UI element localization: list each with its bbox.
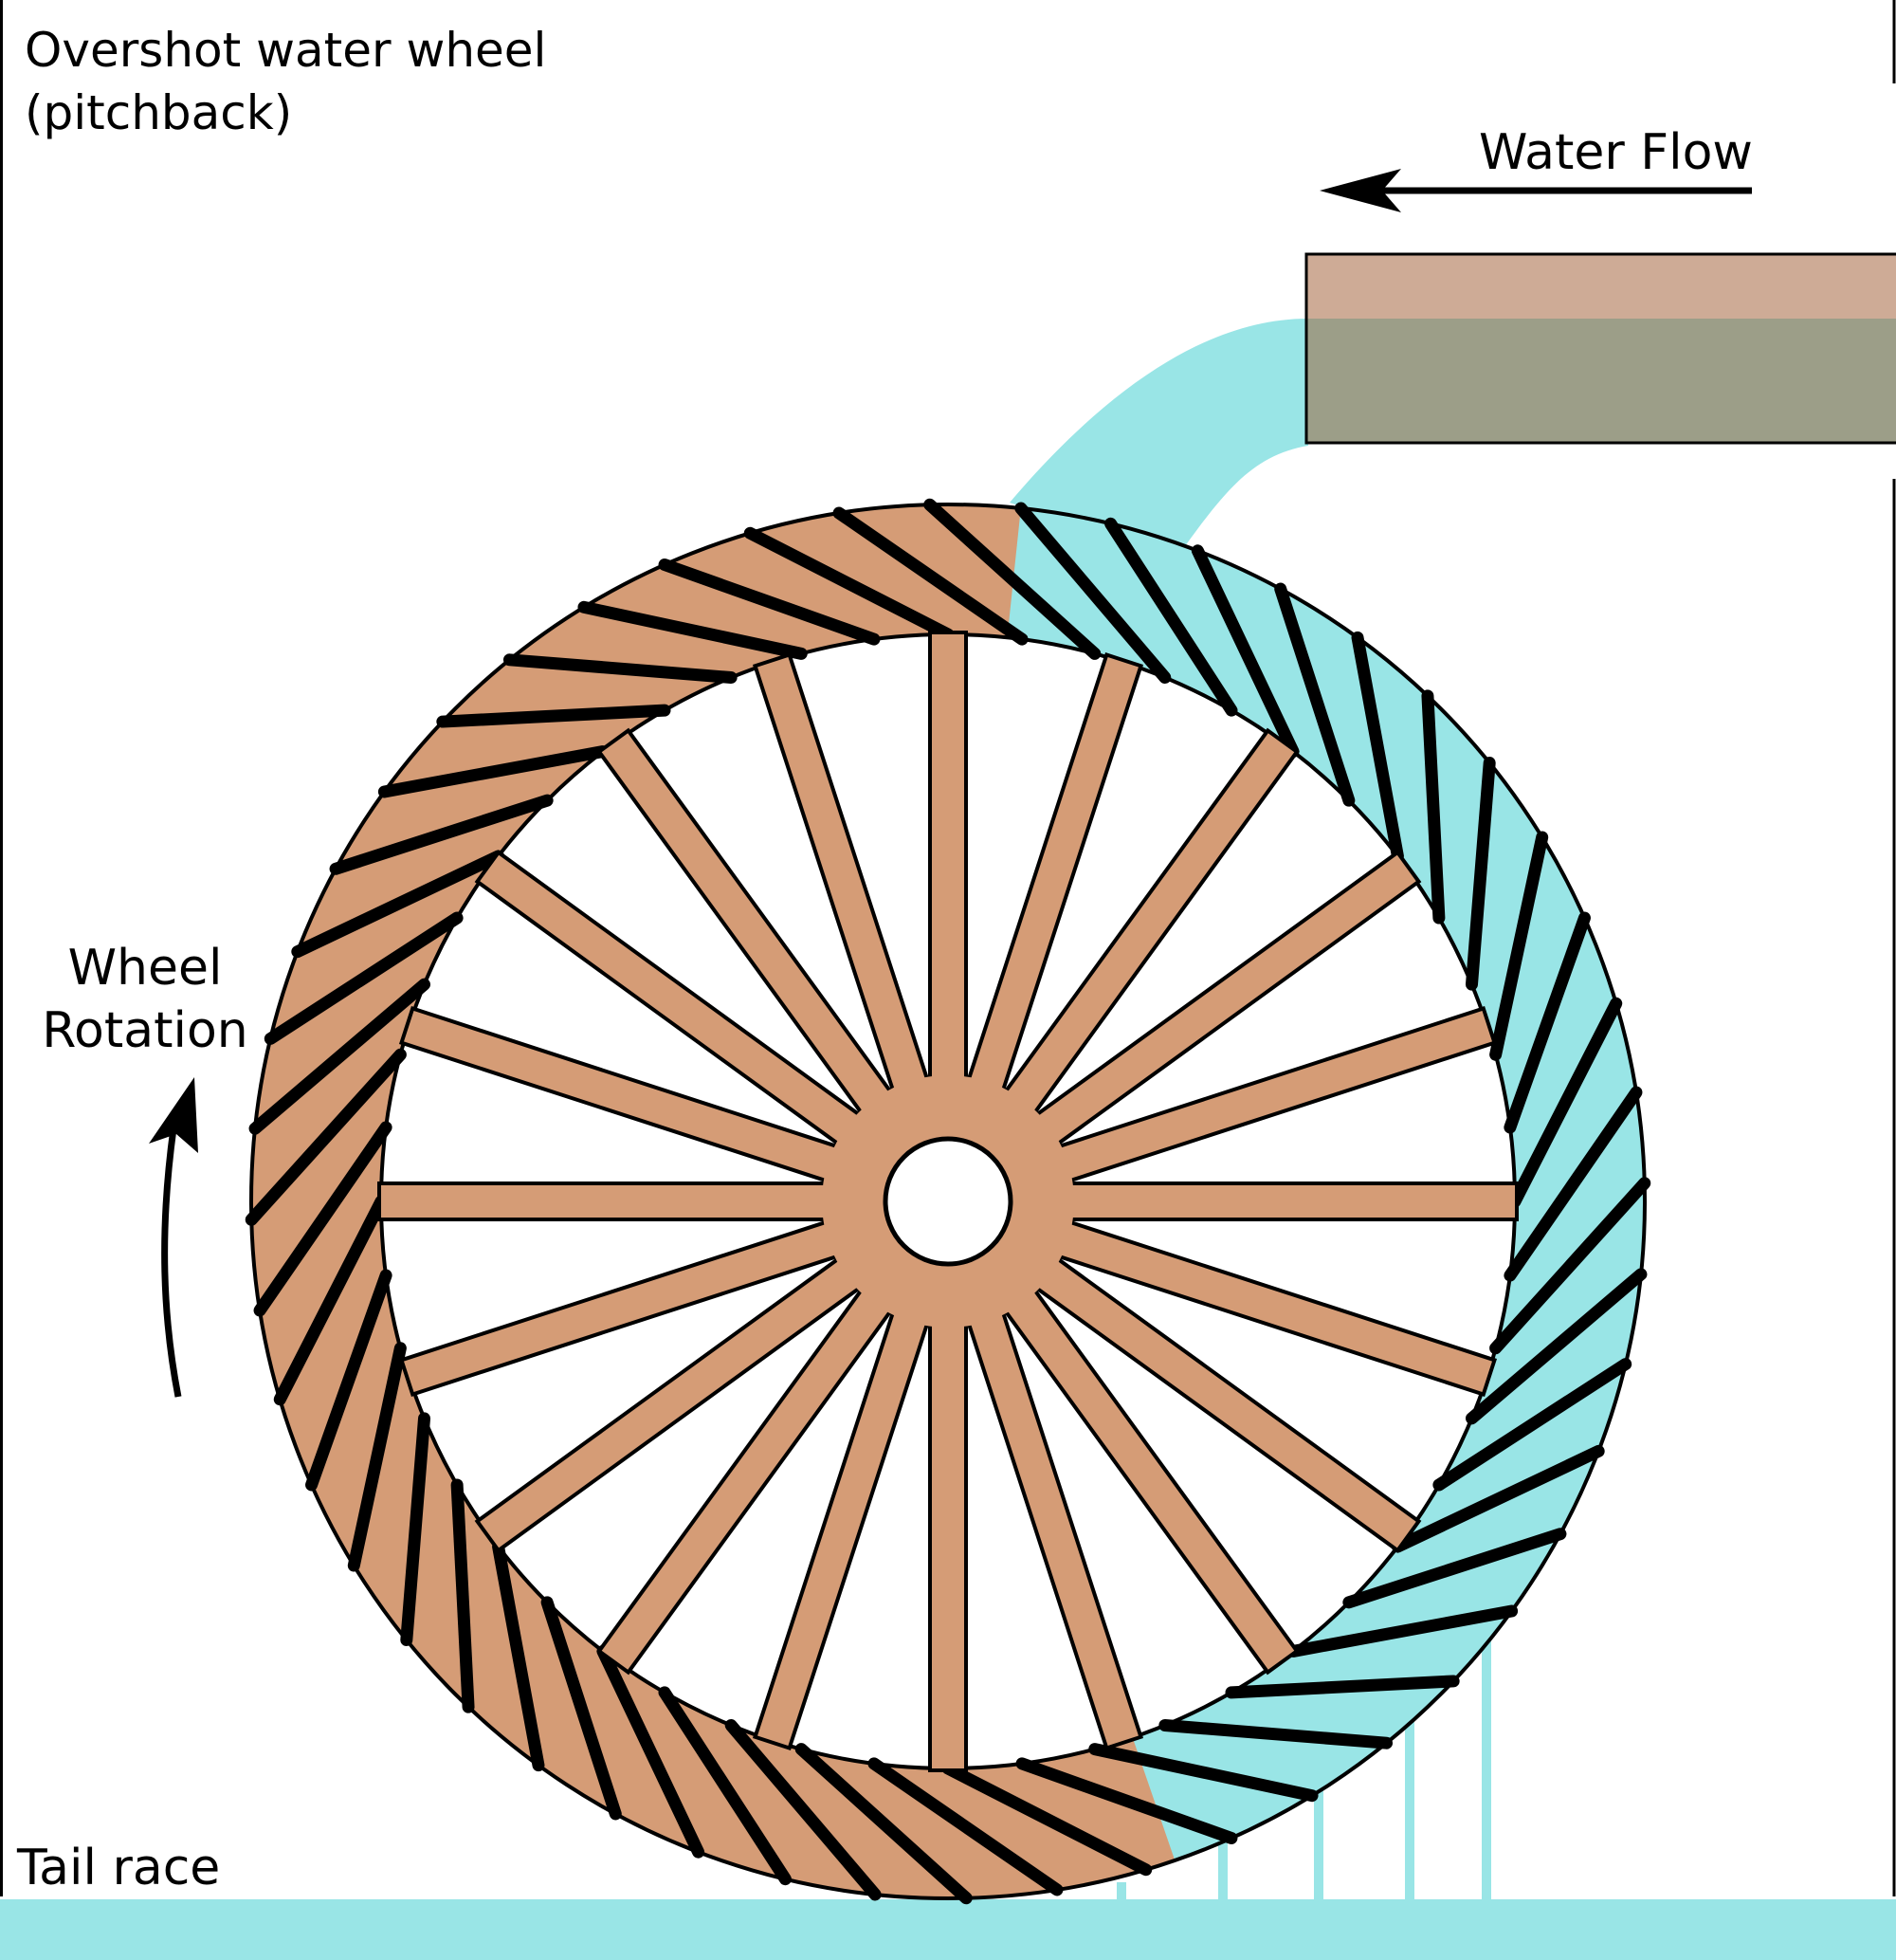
bucket-paddle: [1421, 689, 1446, 925]
bucket-paddle: [658, 559, 881, 646]
wheel-spokes: [377, 631, 1519, 1772]
bucket-paddle: [253, 1121, 392, 1317]
diagram-title-line1: Overshot water wheel: [25, 23, 546, 78]
bucket-paddle: [1015, 1757, 1238, 1844]
bucket-paddle: [1489, 1177, 1651, 1355]
bucket-paddle: [577, 600, 808, 660]
bucket-paddle: [264, 911, 464, 1045]
wheel-spoke: [377, 1181, 833, 1221]
bucket-paddle: [347, 1342, 407, 1572]
bucket-paddle: [377, 745, 610, 798]
outer-rim-line: [249, 503, 1647, 1900]
bucket-paddle: [1508, 997, 1623, 1208]
bucket-paddle: [305, 1269, 392, 1492]
bucket-paddle: [596, 1644, 705, 1859]
bucket-paddle: [1088, 1743, 1319, 1803]
bucket-paddle: [400, 1412, 431, 1647]
bucket-paddle: [1504, 911, 1591, 1134]
bucket-paddle: [1351, 631, 1404, 863]
bucket-paddle: [248, 978, 431, 1135]
wheel-rotation-label-line1: Wheel: [68, 940, 223, 997]
frame: [0, 0, 1896, 1896]
bucket-paddle: [502, 653, 738, 685]
bucket-paddle: [436, 704, 671, 728]
bucket-paddle: [1191, 544, 1300, 759]
bucket-paddle: [941, 1762, 1153, 1877]
bucket-paddle: [1274, 582, 1356, 807]
bucket-paddle: [1465, 1268, 1648, 1425]
bucket-paddle: [1158, 1718, 1394, 1749]
diagram-title-line2: (pitchback): [25, 85, 292, 140]
wheel-rotation-label-line2: Rotation: [42, 1002, 247, 1059]
water-wheel: [245, 498, 1651, 1905]
bucket-paddle: [1104, 517, 1238, 717]
bucket-paddle: [743, 526, 955, 641]
bucket-paddle: [1504, 1086, 1643, 1282]
bucket-paddle: [1014, 502, 1172, 685]
bucket-paddle: [245, 1048, 407, 1226]
bucket-paddles: [245, 498, 1651, 1905]
wheel-spoke: [928, 1316, 968, 1772]
bucket-paddle: [1489, 831, 1549, 1061]
bucket-paddle: [1391, 1444, 1605, 1553]
wheel-spoke: [928, 631, 968, 1087]
water-flow-label: Water Flow: [1479, 124, 1753, 181]
water-stream: [1010, 319, 1308, 559]
bucket-paddle: [450, 1478, 475, 1713]
bucket-paddle: [867, 1757, 1064, 1896]
bucket-paddle: [794, 1743, 973, 1905]
bucket-paddle: [1286, 1604, 1519, 1658]
water-flow-arrow: [1320, 169, 1752, 212]
bucket-paddle: [1465, 756, 1496, 991]
bucket-paddle: [273, 1195, 388, 1406]
tail-race-water: [0, 1899, 1896, 1960]
bucket-paddle: [724, 1718, 882, 1901]
bucket-paddle: [1432, 1358, 1632, 1492]
axle-hole: [883, 1136, 1013, 1267]
bucket-paddle: [492, 1540, 545, 1772]
bucket-paddle: [658, 1686, 792, 1886]
bucket-paddle: [832, 506, 1029, 646]
bucket-paddle: [1342, 1528, 1567, 1609]
bucket-paddle: [923, 498, 1102, 660]
wheel-spoke: [1063, 1181, 1519, 1221]
bucket-paddle: [329, 794, 554, 875]
tail-race-label: Tail race: [16, 1840, 220, 1896]
bucket-paddle: [1225, 1675, 1460, 1699]
rotation-arrow: [149, 1077, 198, 1398]
bucket-paddle: [540, 1596, 622, 1821]
flume: [1304, 252, 1896, 445]
bucket-paddle: [291, 850, 505, 959]
wheel-hub: [822, 1075, 1074, 1328]
